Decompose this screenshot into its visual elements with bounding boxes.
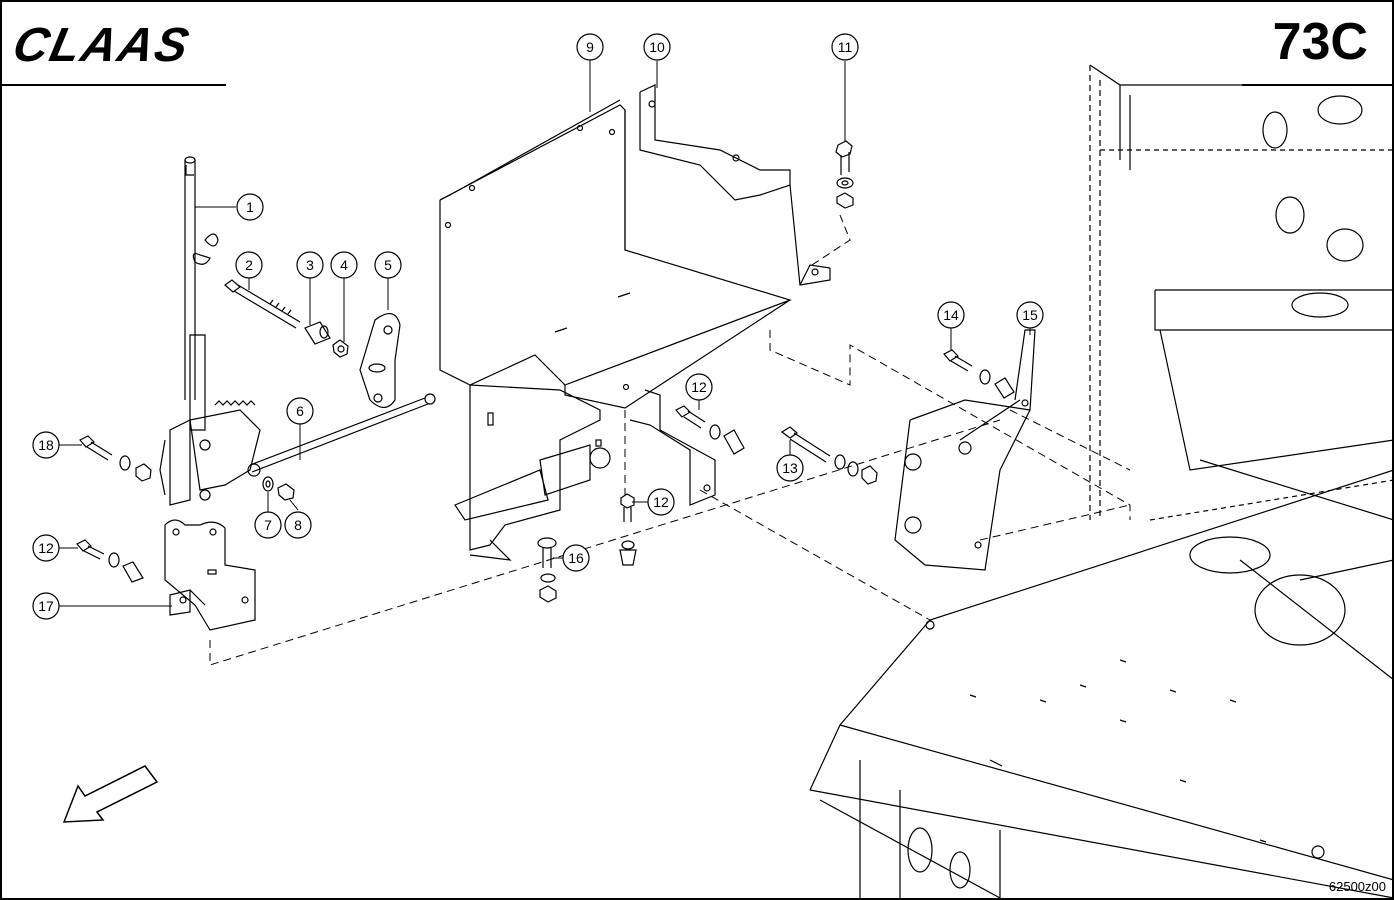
callout-label-16: 16 <box>568 550 584 566</box>
callout-2: 2 <box>235 251 263 279</box>
callout-8: 8 <box>284 511 312 539</box>
callout-12-left: 12 <box>32 534 60 562</box>
callout-12-middle: 12 <box>685 373 713 401</box>
callout-10: 10 <box>643 33 671 61</box>
callout-label-13: 13 <box>782 460 798 476</box>
callout-9: 9 <box>576 33 604 61</box>
callout-7: 7 <box>254 511 282 539</box>
callout-18: 18 <box>32 431 60 459</box>
part-14-fastener-stack <box>943 349 1015 399</box>
callout-16: 16 <box>562 544 590 572</box>
callout-label-12-lower: 12 <box>653 494 669 510</box>
callout-1: 1 <box>236 193 264 221</box>
callout-label-12-middle: 12 <box>691 379 707 395</box>
callout-3: 3 <box>296 251 324 279</box>
callout-15: 15 <box>1016 301 1044 329</box>
part-12-bolt-left <box>76 539 144 583</box>
part-17-bracket <box>164 519 256 631</box>
direction-arrow-icon <box>62 765 159 823</box>
callout-label-5: 5 <box>384 257 392 273</box>
callout-label-12-left: 12 <box>38 540 54 556</box>
callout-label-18: 18 <box>38 437 54 453</box>
floor-plate <box>809 469 1394 899</box>
part-9-main-bracket <box>439 99 792 561</box>
part-11-fastener-stack <box>835 140 854 209</box>
callouts: 1 2 3 4 5 6 7 8 9 10 11 12 12 12 13 14 1… <box>32 33 1044 620</box>
callout-13: 13 <box>776 454 804 482</box>
part-13-fastener-stack <box>780 426 878 485</box>
callout-label-11: 11 <box>838 39 853 55</box>
part-15-side-plate <box>894 329 1036 571</box>
callout-label-8: 8 <box>294 517 302 533</box>
leader-lines <box>59 60 1031 607</box>
callout-5: 5 <box>374 251 402 279</box>
part-1-shaft-assembly <box>159 156 261 506</box>
drawing-reference: 62500z00 <box>1328 879 1386 894</box>
callout-6: 6 <box>286 397 314 425</box>
callout-label-10: 10 <box>649 39 665 55</box>
callout-11: 11 <box>831 33 859 61</box>
callout-label-9: 9 <box>586 39 594 55</box>
part-18-fastener-stack <box>79 435 152 482</box>
callout-label-4: 4 <box>340 257 348 273</box>
brand-rule <box>2 84 226 86</box>
part-6-rod <box>247 393 436 477</box>
callout-label-14: 14 <box>943 307 959 323</box>
part-4-nut <box>332 339 349 358</box>
part-5-lever-plate <box>359 313 401 409</box>
machine-frame <box>1089 64 1394 681</box>
callout-label-6: 6 <box>296 403 304 419</box>
mounting-foot <box>629 389 716 506</box>
callout-14: 14 <box>937 301 965 329</box>
callout-label-7: 7 <box>264 517 272 533</box>
part-8-nut <box>277 483 295 501</box>
part-12-bolt-lower <box>619 493 637 566</box>
callout-label-3: 3 <box>306 257 314 273</box>
assembly-lines <box>209 214 1131 666</box>
callout-label-2: 2 <box>245 257 253 273</box>
callout-4: 4 <box>330 251 358 279</box>
part-7-washer <box>262 476 274 492</box>
part-10-strap <box>639 84 831 286</box>
callout-label-15: 15 <box>1022 307 1038 323</box>
callout-17: 17 <box>32 592 60 620</box>
page-code: 73C <box>1272 13 1368 71</box>
part-3-spacer <box>304 321 331 345</box>
part-16-fastener-stack <box>537 537 557 603</box>
part-12-bolt-middle <box>675 405 745 455</box>
callout-label-1: 1 <box>246 199 254 215</box>
part-2-bolt <box>224 279 301 329</box>
callout-label-17: 17 <box>38 598 54 614</box>
callout-12-lower: 12 <box>647 488 675 516</box>
